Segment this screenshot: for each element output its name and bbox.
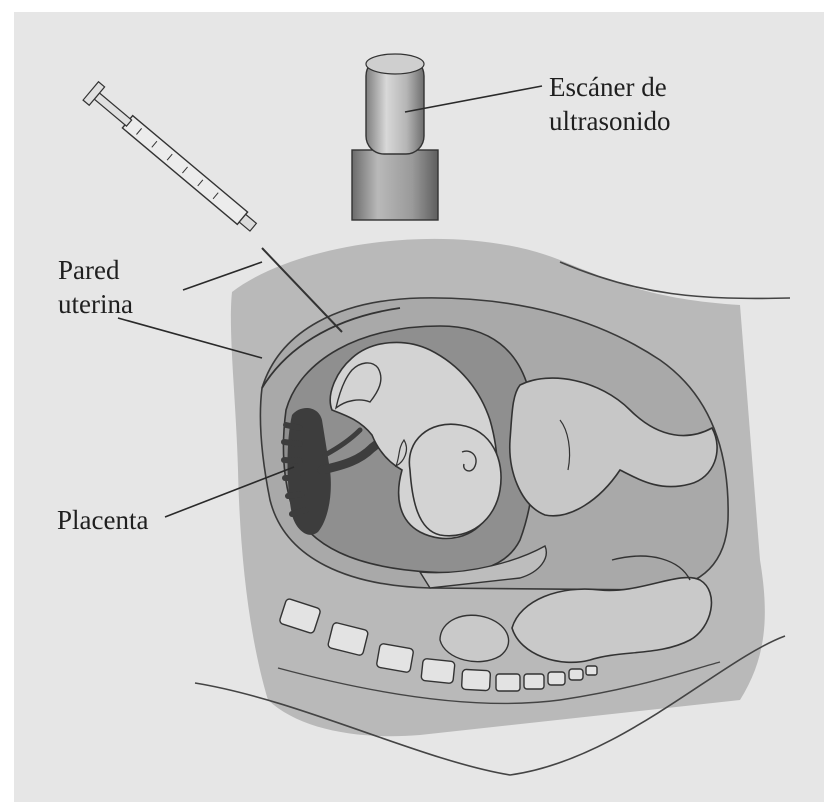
fetus-head (409, 424, 501, 536)
label-wall-line-1: Pared (58, 253, 133, 287)
label-scanner-line-1: Escáner de (549, 70, 671, 104)
scanner-top (366, 54, 424, 74)
label-uterine-wall: Pared uterina (58, 253, 133, 321)
label-scanner-line-2: ultrasonido (549, 104, 671, 138)
label-placenta: Placenta (57, 503, 148, 537)
scanner-base (352, 150, 438, 220)
label-ultrasound-scanner: Escáner de ultrasonido (549, 70, 671, 138)
label-wall-line-2: uterina (58, 287, 133, 321)
